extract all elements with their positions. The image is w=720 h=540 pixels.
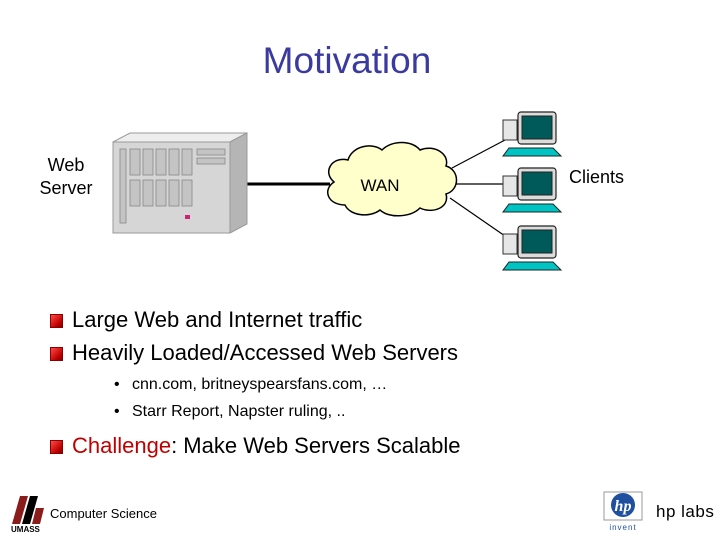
network-diagram: WAN bbox=[112, 111, 563, 271]
client-computer-icon-3 bbox=[502, 225, 563, 271]
hp-logo: hp invent bbox=[603, 491, 643, 532]
department-label: Computer Science bbox=[50, 506, 157, 521]
svg-text:hp: hp bbox=[615, 498, 632, 515]
web-server-icon bbox=[112, 132, 248, 234]
clients-label: Clients bbox=[569, 167, 625, 187]
bullet-square-icon bbox=[50, 347, 63, 361]
bullet-dot-icon: • bbox=[114, 376, 120, 393]
wan-client-link-3 bbox=[449, 197, 506, 237]
wan-label: WAN bbox=[360, 176, 399, 195]
client-computer-icon-1 bbox=[502, 111, 563, 157]
hp-labs-label: hp labs bbox=[656, 502, 715, 521]
bullet-square-icon bbox=[50, 314, 63, 328]
bullet-square-icon bbox=[50, 440, 63, 454]
bullet-dot-icon: • bbox=[114, 403, 120, 420]
client-computer-icon-2 bbox=[502, 167, 563, 213]
web-server-label-line2: Server bbox=[39, 178, 93, 198]
wan-client-link-1 bbox=[451, 139, 506, 169]
svg-text:UMASS: UMASS bbox=[11, 525, 41, 534]
web-server-label: Web Server bbox=[22, 154, 110, 200]
challenge-text: : Make Web Servers Scalable bbox=[171, 433, 461, 458]
svg-text:invent: invent bbox=[609, 523, 636, 532]
slide-title: Motivation bbox=[262, 40, 432, 81]
wan-cloud-icon bbox=[326, 141, 458, 217]
challenge-keyword: Challenge bbox=[72, 433, 172, 458]
umass-logo: UMASS bbox=[11, 496, 44, 534]
web-server-label-line1: Web bbox=[47, 155, 85, 175]
